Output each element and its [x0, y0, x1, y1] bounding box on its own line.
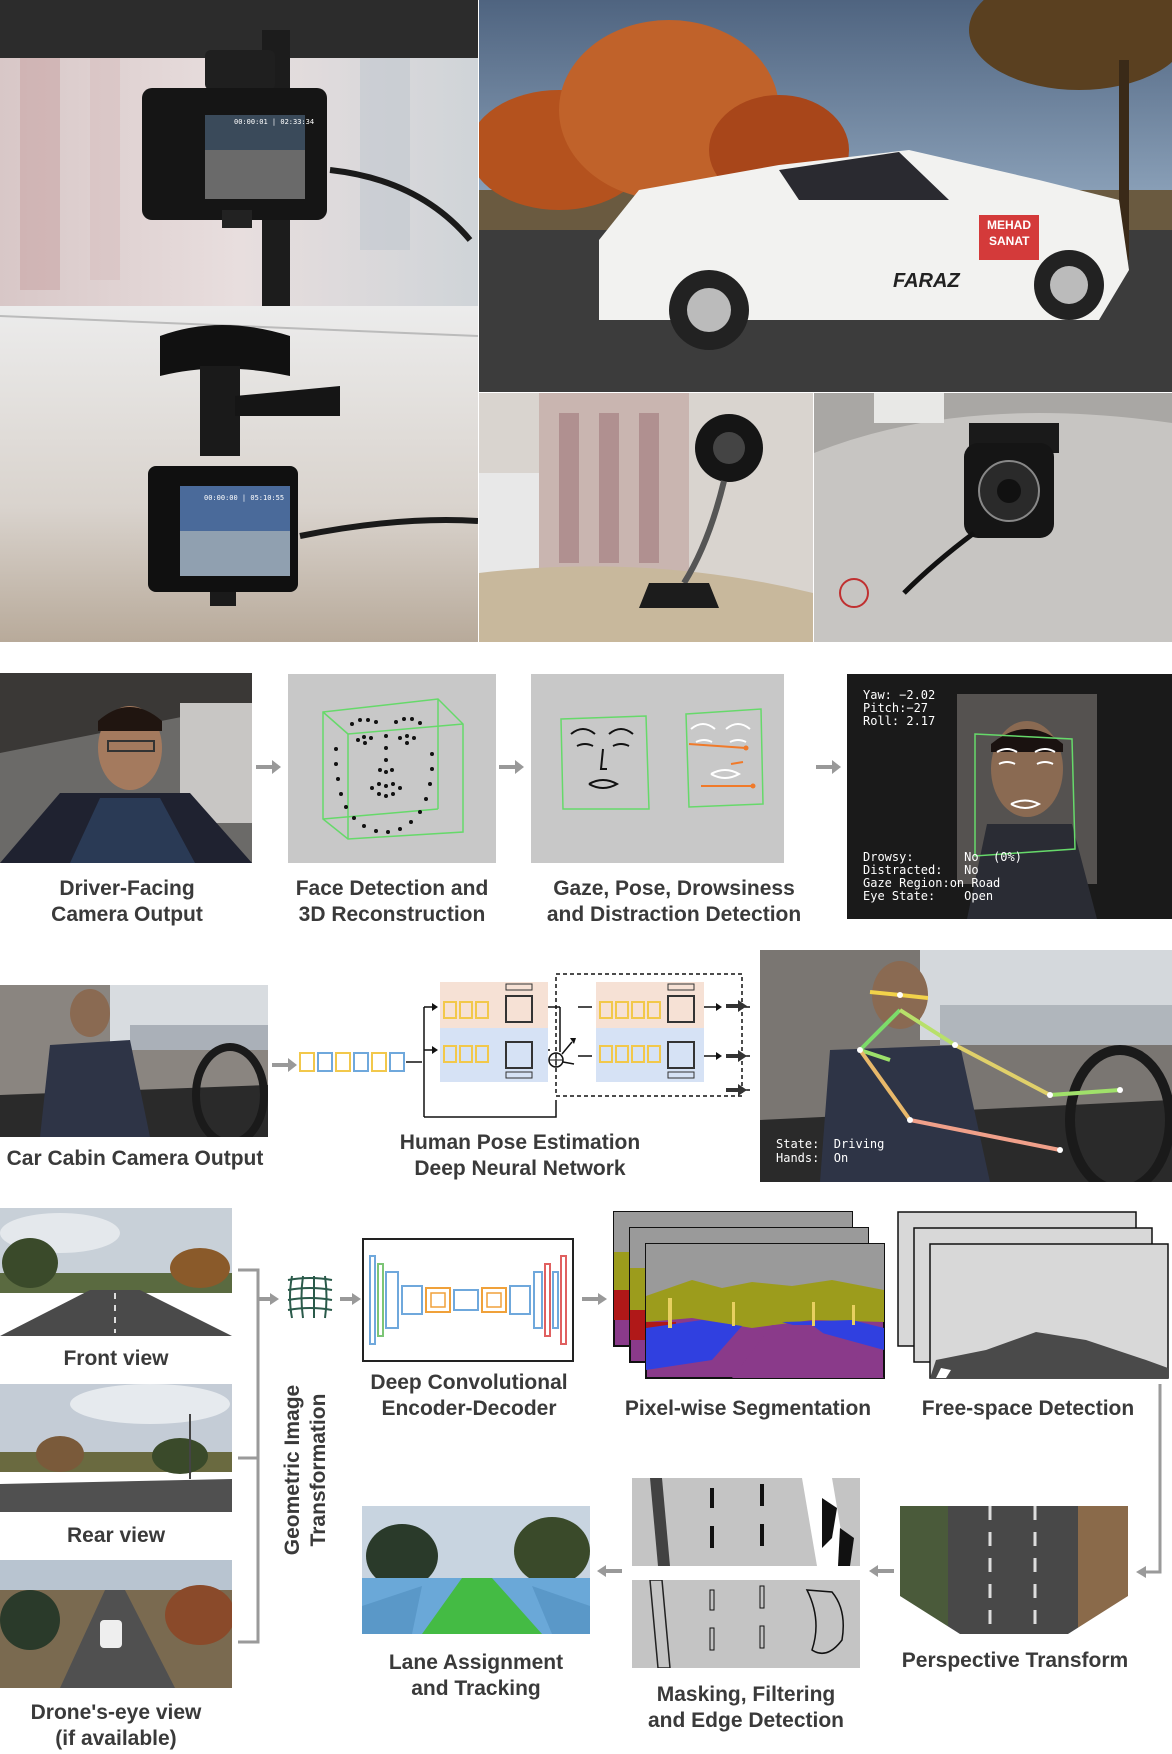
arrow-right-icon [726, 1050, 747, 1062]
arrow-right-icon [816, 760, 841, 774]
caption-encoder: Deep Convolutional Encoder-Decoder [370, 1371, 568, 1420]
car-sign-line2: SANAT [989, 234, 1030, 248]
caption-segmentation: Pixel-wise Segmentation [624, 1397, 872, 1420]
caption-masking: Masking, Filtering and Edge Detection [647, 1683, 845, 1732]
dms-gaze-region: Gaze Region:on Road [863, 876, 1001, 890]
caption-rear: Rear view [66, 1524, 166, 1547]
dashcam-bottom-time: 00:00:00 | 05:10:55 [204, 494, 285, 502]
car-cabin-photo [0, 985, 268, 1137]
car-photo: FARAZ MEHAD SANAT [479, 0, 1172, 392]
segmentation-stack [612, 1210, 886, 1380]
dms-distracted: Distracted: No [863, 863, 979, 877]
drone-view-photo [0, 1560, 232, 1688]
arrow-right-icon [258, 1293, 279, 1305]
caption-freespace: Free-space Detection [921, 1397, 1135, 1420]
arrow-right-icon [582, 1293, 607, 1305]
pose-result-photo: State: Driving Hands: On [760, 950, 1172, 1182]
view-bracket [238, 1268, 260, 1644]
caption-gaze-pose: Gaze, Pose, Drowsiness and Distraction D… [546, 877, 802, 926]
gaze-pose-panel [531, 674, 784, 863]
arrow-right-icon [340, 1293, 361, 1305]
dms-result-photo: Yaw: −2.02 Pitch:−27 Roll: 2.17 Drowsy: … [847, 674, 1172, 919]
arrow-right-icon [256, 760, 281, 774]
arrow-right-icon [499, 760, 524, 774]
face-mesh-panel [288, 674, 496, 863]
dashcam-photo-bottom: 00:00:00 | 05:10:55 [0, 306, 478, 642]
caption-pose-network: Human Pose Estimation Deep Neural Networ… [399, 1131, 641, 1180]
dashcam-top-time: 00:00:01 | 02:33:34 [234, 118, 315, 126]
car-brand-text: FARAZ [893, 270, 960, 292]
pose-hands: Hands: On [776, 1151, 849, 1165]
caption-face-detection: Face Detection and 3D Reconstruction [295, 877, 489, 926]
caption-cabin: Car Cabin Camera Output [6, 1147, 264, 1170]
caption-drone: Drone's-eye view (if available) [30, 1701, 202, 1750]
dms-drowsy: Drowsy: No (0%) [863, 850, 1022, 864]
arrow-left-icon [597, 1565, 622, 1577]
freespace-stack [896, 1210, 1172, 1380]
lane-assignment-photo [362, 1506, 590, 1634]
dms-pitch: Pitch:−27 [863, 701, 929, 715]
rear-view-photo [0, 1384, 232, 1512]
caption-perspective: Perspective Transform [901, 1649, 1129, 1672]
pose-state: State: Driving [776, 1137, 885, 1151]
caption-lane: Lane Assignment and Tracking [388, 1651, 564, 1700]
masking-panel-top [632, 1478, 860, 1566]
dashcam-photo-top: 00:00:01 | 02:33:34 [0, 0, 478, 306]
grid-transform-icon [287, 1275, 333, 1319]
elbow-arrow-icon [1136, 1384, 1162, 1578]
dms-yaw: Yaw: −2.02 [863, 688, 936, 702]
caption-front: Front view [63, 1347, 169, 1370]
masking-panel-bottom [632, 1580, 860, 1668]
driver-facing-photo [0, 673, 252, 863]
car-sign-line1: MEHAD [987, 218, 1031, 232]
perspective-photo [900, 1506, 1128, 1634]
arrow-left-icon [869, 1565, 894, 1577]
dome-camera-photo [814, 393, 1172, 642]
front-view-photo [0, 1208, 232, 1336]
dms-eye-state: Eye State: Open [863, 889, 994, 903]
arrow-right-icon [726, 1084, 747, 1096]
dms-roll: Roll: 2.17 [863, 714, 936, 728]
pose-network-diagram [298, 972, 754, 1122]
arrow-right-icon [272, 1058, 297, 1072]
webcam-photo [479, 393, 813, 642]
caption-geometric: Geometric Image Transformation [281, 1384, 330, 1556]
encoder-decoder-diagram [362, 1238, 574, 1362]
arrow-right-icon [726, 1000, 747, 1012]
caption-driver-facing: Driver-Facing Camera Output [51, 877, 203, 926]
